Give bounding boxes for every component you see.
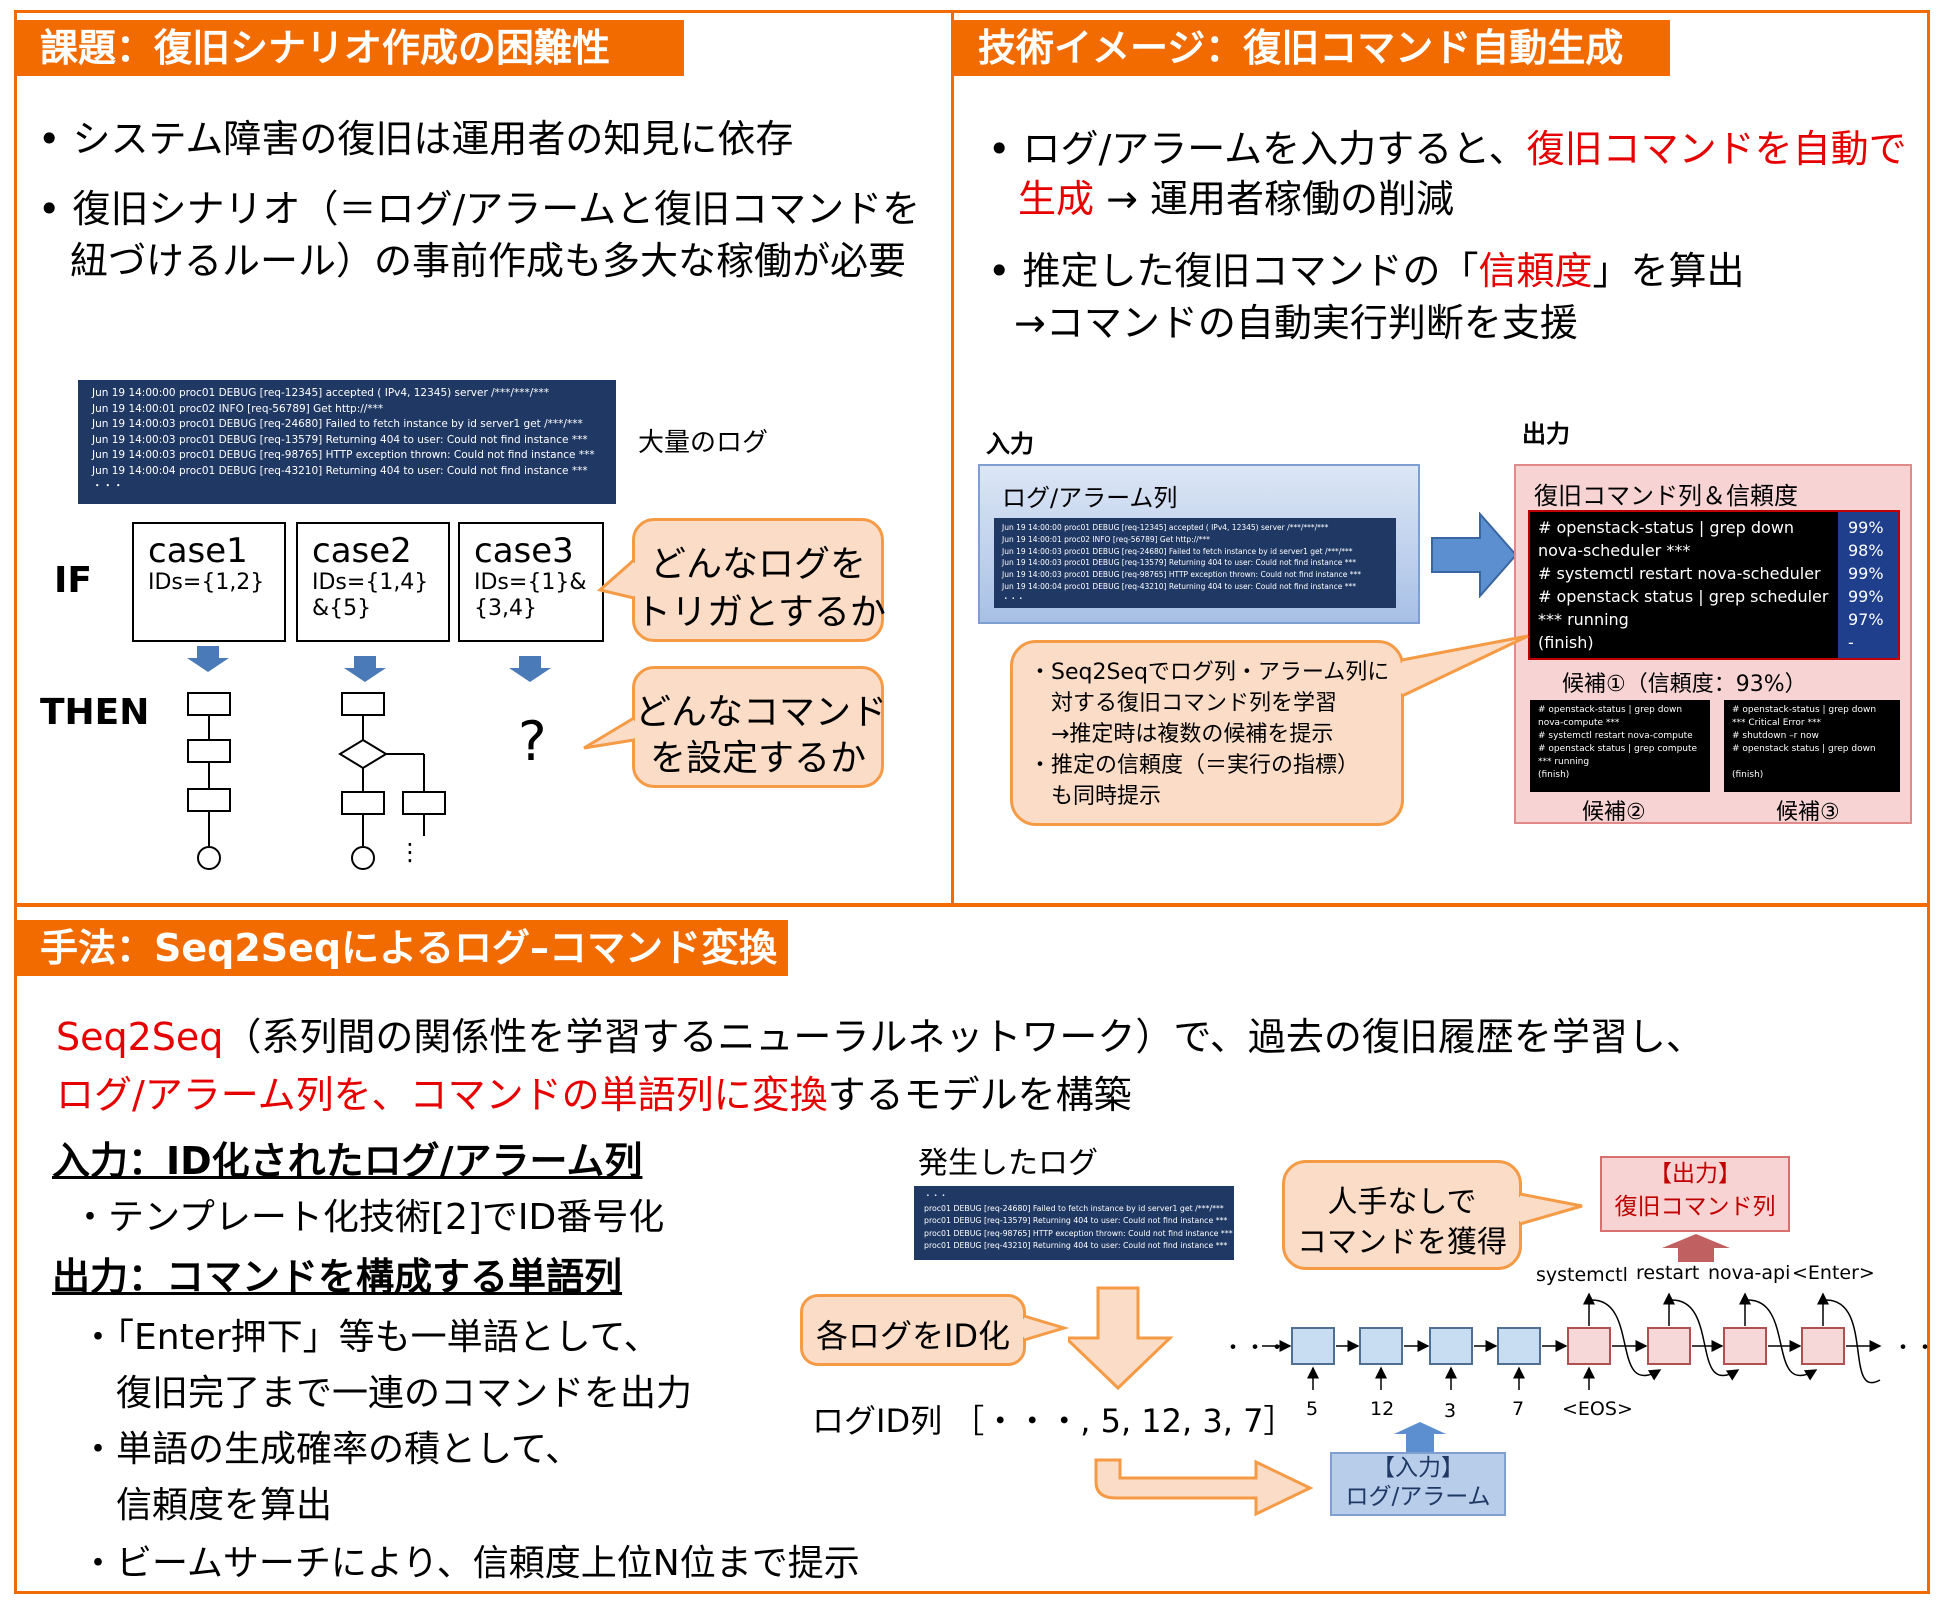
human-callout-tail xyxy=(1517,1192,1583,1226)
output-up-arrow xyxy=(1662,1234,1730,1262)
seq2seq-callout-tail xyxy=(1399,634,1529,698)
ellipsis: ⋮ xyxy=(398,838,422,866)
output-label: 出力 xyxy=(1522,420,1570,448)
output-item-3: ・ビームサーチにより、信頼度上位N位まで提示 xyxy=(80,1543,860,1584)
candidate-3-terminal: # openstack-status | grep down *** Criti… xyxy=(1724,700,1900,792)
output-command-box: 【出力】 復旧コマンド列 xyxy=(1600,1156,1790,1232)
candidate-2-terminal: # openstack-status | grep down nova-comp… xyxy=(1530,700,1710,792)
decoder-output-3: nova-api xyxy=(1708,1262,1791,1284)
decoder-cell-2 xyxy=(1647,1327,1691,1365)
problem-bullet-2-cont: 紐づけるルール）の事前作成も多大な稼働が必要 xyxy=(70,239,907,283)
tech-bullet-2-cont: →コマンドの自動実行判断を支援 xyxy=(1014,301,1578,345)
occurred-log-label: 発生したログ xyxy=(918,1146,1098,1181)
decoder-cell-1 xyxy=(1567,1327,1611,1365)
encoder-input-2: 12 xyxy=(1370,1398,1395,1420)
down-arrow-3 xyxy=(509,656,551,682)
big-right-arrow xyxy=(1431,512,1518,598)
input-item: ・テンプレート化技術[2]でID番号化 xyxy=(72,1197,665,1238)
log-id-sequence: ログID列 ［・・・, 5, 12, 3, 7］ xyxy=(812,1402,1296,1440)
encoder-input-4: 7 xyxy=(1512,1398,1525,1420)
idize-callout: 各ログをID化 xyxy=(800,1294,1026,1366)
method-line-1: Seq2Seq（系列間の関係性を学習するニューラルネットワーク）で、過去の復旧履… xyxy=(56,1015,1704,1059)
callout-command: どんなコマンド を設定するか xyxy=(632,666,887,788)
tech-bullet-2: • 推定した復旧コマンドの「信頼度」を算出 xyxy=(988,249,1745,293)
input-log: Jun 19 14:00:00 proc01 DEBUG [req-12345]… xyxy=(994,518,1396,608)
case1-box: case1 IDs={1,2} xyxy=(132,522,286,642)
encoder-cell-3 xyxy=(1429,1327,1473,1365)
output-item-2-cont: 信頼度を算出 xyxy=(80,1485,333,1526)
decoder-output-2: restart xyxy=(1636,1262,1700,1284)
case3-box: case3 IDs={1}& {3,4} xyxy=(458,522,604,642)
output-terminal: # openstack-status | grep down nova-sche… xyxy=(1528,510,1900,660)
if-label: IF xyxy=(54,560,92,601)
decoder-cell-4 xyxy=(1801,1327,1845,1365)
encoder-input-3: 3 xyxy=(1444,1400,1457,1422)
method-panel xyxy=(14,904,1930,1594)
method-line-2: ログ/アラーム列を、コマンドの単語列に変換するモデルを構築 xyxy=(56,1073,1132,1117)
occurred-log: ・・・ proc01 DEBUG [req-24680] Failed to f… xyxy=(914,1186,1234,1260)
callout-tails-left xyxy=(583,558,636,750)
method-header: 手法：Seq2Seqによるログ–コマンド変換 xyxy=(16,920,788,976)
output-item-1: ・「Enter押下」等も一単語として、 xyxy=(80,1317,660,1358)
output-item-2: ・単語の生成確率の積として、 xyxy=(80,1429,582,1470)
candidate-3-label: 候補③ xyxy=(1776,800,1840,825)
problem-header: 課題：復旧シナリオ作成の困難性 xyxy=(16,20,684,76)
then-label: THEN xyxy=(40,692,150,733)
question-mark: ? xyxy=(518,710,547,773)
idize-down-arrow xyxy=(1068,1286,1174,1391)
encoder-cell-2 xyxy=(1359,1327,1403,1365)
decoder-output-4: <Enter> xyxy=(1792,1262,1875,1284)
input-alarm-box: 【入力】 ログ/アラーム xyxy=(1330,1452,1506,1516)
encoder-cell-4 xyxy=(1497,1327,1541,1365)
decoder-output-1: systemctl xyxy=(1536,1264,1628,1286)
to-input-arrow xyxy=(1094,1458,1314,1517)
encoder-cell-1 xyxy=(1291,1327,1335,1365)
tech-bullet-1-cont: 生成 → 運用者稼働の削減 xyxy=(1018,177,1455,221)
flowcharts xyxy=(187,646,551,870)
input-up-arrow xyxy=(1394,1422,1446,1452)
dots-right: ・・・ xyxy=(1892,1336,1940,1361)
input-label: 入力 xyxy=(986,430,1034,458)
problem-bullet-2: • 復旧シナリオ（＝ログ/アラームと復旧コマンドを xyxy=(38,187,921,231)
dots-left: ・・・ xyxy=(1222,1336,1289,1361)
encoder-input-1: 5 xyxy=(1306,1398,1319,1420)
log-sample: Jun 19 14:00:00 proc01 DEBUG [req-12345]… xyxy=(78,380,616,504)
idize-callout-tail xyxy=(1021,1314,1070,1342)
output-item-1-cont: 復旧完了まで一連のコマンドを出力 xyxy=(80,1373,693,1414)
down-arrows xyxy=(187,646,551,682)
log-caption: 大量のログ xyxy=(638,428,769,458)
down-arrow-2 xyxy=(344,656,386,682)
problem-bullet-1: • システム障害の復旧は運用者の知見に依存 xyxy=(38,117,794,161)
output-heading: 出力：コマンドを構成する単語列 xyxy=(52,1255,623,1299)
flowchart-2 xyxy=(338,692,446,870)
input-box: ログ/アラーム列 Jun 19 14:00:00 proc01 DEBUG [r… xyxy=(978,464,1420,624)
output-box: 復旧コマンド列＆信頼度 # openstack-status | grep do… xyxy=(1514,464,1912,825)
input-heading: 入力：ID化されたログ/アラーム列 xyxy=(52,1139,643,1183)
case2-box: case2 IDs={1,4} &{5} xyxy=(296,522,450,642)
seq2seq-callout: ・Seq2Seqでログ列・アラーム列に 対する復旧コマンド列を学習 →推定時は複… xyxy=(1010,640,1404,826)
tech-bullet-1: • ログ/アラームを入力すると、復旧コマンドを自動で xyxy=(988,127,1907,171)
tech-header: 技術イメージ：復旧コマンド自動生成 xyxy=(954,20,1670,76)
down-arrow-1 xyxy=(187,646,229,672)
candidate-2-label: 候補② xyxy=(1582,800,1646,825)
candidate-1-label: 候補①（信頼度：93%） xyxy=(1562,672,1807,697)
eos-token: <EOS> xyxy=(1562,1398,1633,1420)
flowchart-1 xyxy=(187,692,231,870)
decoder-cell-3 xyxy=(1723,1327,1767,1365)
